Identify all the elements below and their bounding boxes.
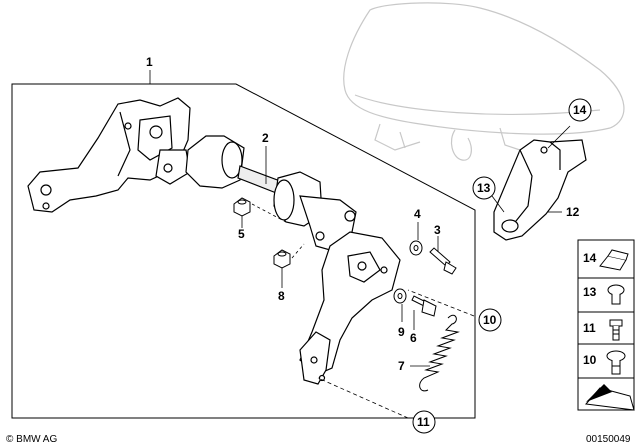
callout-10: 10 [483,313,497,327]
callout-circle-11 [412,410,436,434]
clip-nut-icon [599,249,629,271]
callout-12: 12 [566,205,580,219]
diagram-arrow-icon [585,384,635,411]
round-head-screw-icon [607,284,625,305]
legend-label-10: 10 [583,353,597,367]
seat-outline [343,2,625,161]
callout-circles [412,98,592,434]
washer-4 [409,240,423,256]
callout-4: 4 [414,207,421,221]
legend-panel [577,239,635,411]
guide-rail-cover [493,139,587,241]
callout-9: 9 [398,325,405,339]
leader-lines [149,70,571,419]
callout-2: 2 [262,131,269,145]
screw-icon [609,319,623,341]
diagram-id: 00150049 [586,434,631,445]
tension-spring [419,314,460,392]
legend-label-13: 13 [583,285,597,299]
callout-11: 11 [417,415,430,429]
callout-14: 14 [573,103,587,117]
copyright-text: © BMW AG [6,434,57,445]
screw-6 [411,295,437,317]
callout-1: 1 [146,55,153,69]
pan-head-screw-icon [606,350,626,375]
mounting-bracket [27,97,191,213]
assembly-frame [11,83,476,419]
callout-6: 6 [410,331,417,345]
lever-arm [299,231,401,385]
callout-circle-13 [472,176,496,200]
callout-7: 7 [398,359,405,373]
callout-5: 5 [238,227,245,241]
legend-label-14: 14 [583,251,597,265]
callout-8: 8 [278,289,285,303]
washer-9 [393,288,407,304]
nut-8 [273,249,291,269]
callout-circle-10 [478,308,502,332]
spindle-drive [185,135,357,251]
callout-circle-14 [568,98,592,122]
screw-3 [429,247,457,275]
legend-label-11: 11 [583,321,596,335]
callout-13: 13 [477,181,491,195]
nut-5 [233,197,251,217]
callout-3: 3 [434,223,441,237]
